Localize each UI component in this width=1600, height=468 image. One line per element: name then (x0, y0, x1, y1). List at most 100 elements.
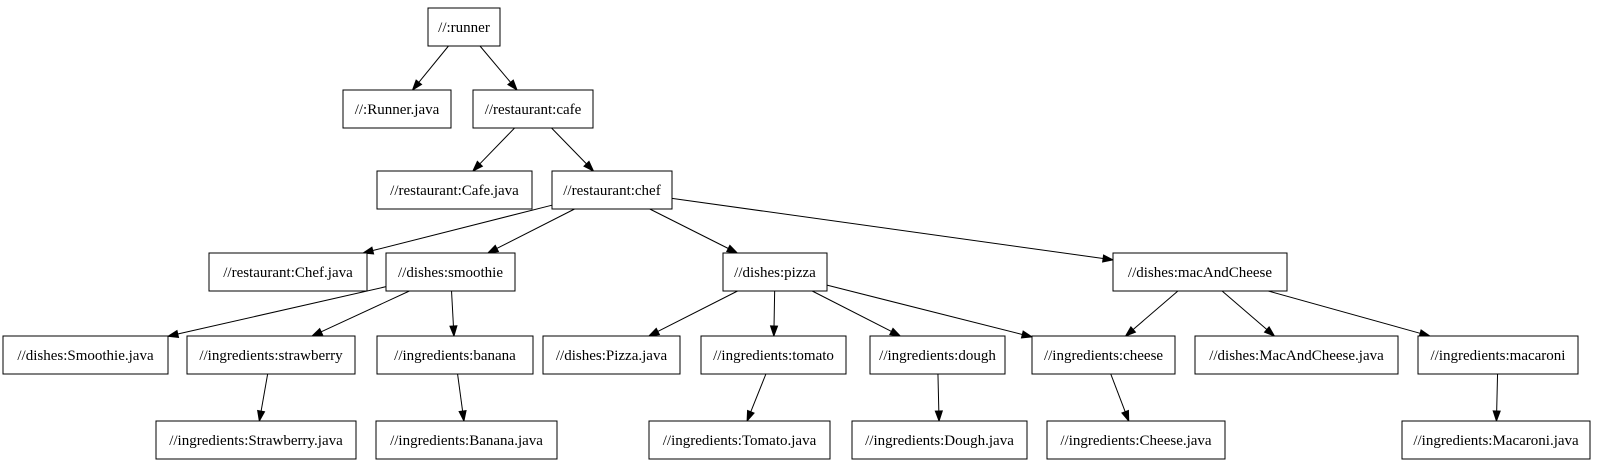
node-smoothie: //dishes:smoothie (385, 252, 516, 292)
node-box (155, 420, 357, 460)
edge-pizza-dough (811, 290, 902, 337)
node-label: //ingredients:Banana.java (390, 433, 543, 449)
edge-chef-mac_and_cheese (671, 197, 1115, 263)
node-label: //ingredients:Dough.java (865, 433, 1014, 449)
edge-line (657, 290, 738, 332)
edge-arrowhead-icon (1124, 325, 1137, 337)
node-dough_java: //ingredients:Dough.java (851, 420, 1028, 460)
edge-tomato-tomato_java (746, 373, 767, 423)
node-box (427, 7, 501, 47)
edge-line (479, 127, 515, 165)
node-strawberry_java: //ingredients:Strawberry.java (155, 420, 357, 460)
edge-arrowhead-icon (1020, 330, 1034, 339)
node-label: //dishes:Pizza.java (556, 348, 668, 364)
node-smoothie_java: //dishes:Smoothie.java (2, 335, 169, 375)
edge-arrowhead-icon (1102, 254, 1115, 263)
node-banana_java: //ingredients:Banana.java (375, 420, 558, 460)
edge-runner-runner_java (411, 45, 449, 92)
edge-arrowhead-icon (449, 325, 458, 338)
node-tomato_java: //ingredients:Tomato.java (648, 420, 831, 460)
edge-arrowhead-icon (1121, 409, 1130, 423)
edge-line (551, 127, 587, 165)
node-box (385, 252, 516, 292)
edge-line (671, 197, 1104, 259)
edge-arrowhead-icon (166, 329, 180, 339)
edge-arrowhead-icon (583, 160, 595, 173)
node-macaroni: //ingredients:macaroni (1417, 335, 1579, 375)
edge-line (1496, 373, 1499, 412)
node-mac_and_cheese_java: //dishes:MacAndCheese.java (1194, 335, 1399, 375)
node-dough: //ingredients:dough (869, 335, 1006, 375)
edge-arrowhead-icon (1263, 325, 1276, 337)
edge-cheese-cheese_java (1110, 373, 1130, 423)
node-chef_java: //restaurant:Chef.java (208, 252, 368, 292)
edge-arrowhead-icon (310, 327, 324, 337)
node-label: //ingredients:Strawberry.java (169, 433, 343, 449)
edge-banana-banana_java (457, 373, 467, 423)
edge-line (826, 284, 1023, 335)
node-label: //ingredients:Cheese.java (1060, 433, 1212, 449)
edge-line (496, 208, 575, 249)
edge-arrowhead-icon (458, 410, 467, 423)
edge-chef-chef_java (361, 204, 553, 255)
edge-arrowhead-icon (361, 246, 375, 255)
node-label: //dishes:macAndCheese (1128, 265, 1272, 281)
edge-line (937, 373, 940, 412)
node-label: //restaurant:Chef.java (223, 265, 353, 281)
node-label: //ingredients:tomato (713, 348, 834, 364)
node-label: //:runner (438, 20, 490, 36)
node-box (542, 335, 681, 375)
node-label: //ingredients:strawberry (199, 348, 343, 364)
node-label: //restaurant:Cafe.java (390, 183, 519, 199)
node-label: //ingredients:banana (394, 348, 516, 364)
node-pizza_java: //dishes:Pizza.java (542, 335, 681, 375)
edge-arrowhead-icon (1492, 410, 1501, 423)
node-box (648, 420, 831, 460)
node-box (869, 335, 1006, 375)
edge-dough-dough_java (934, 373, 944, 423)
edge-line (773, 290, 776, 327)
edge-arrowhead-icon (647, 327, 661, 337)
edge-arrowhead-icon (257, 409, 266, 423)
node-runner: //:runner (427, 7, 501, 47)
node-box (1194, 335, 1399, 375)
edge-line (750, 373, 767, 412)
node-label: //restaurant:chef (563, 183, 660, 199)
edge-line (479, 45, 511, 83)
edge-smoothie-strawberry (310, 290, 410, 337)
node-box (1401, 420, 1591, 460)
edge-pizza-pizza_java (647, 290, 738, 337)
node-macaroni_java: //ingredients:Macaroni.java (1401, 420, 1591, 460)
node-label: //dishes:pizza (734, 265, 816, 281)
edge-line (451, 290, 454, 327)
edge-mac_and_cheese-macaroni (1268, 290, 1432, 338)
edge-arrowhead-icon (746, 409, 755, 423)
edge-smoothie-banana (449, 290, 458, 338)
edge-smoothie-smoothie_java (166, 286, 387, 339)
edge-line (1268, 290, 1421, 334)
edge-arrowhead-icon (507, 79, 518, 92)
edge-line (457, 373, 464, 412)
edge-pizza-cheese (826, 284, 1034, 339)
node-cheese_java: //ingredients:Cheese.java (1046, 420, 1226, 460)
node-chef: //restaurant:chef (551, 170, 673, 210)
edge-mac_and_cheese-cheese (1124, 290, 1179, 337)
edge-strawberry-strawberry_java (257, 373, 269, 423)
node-box (472, 89, 594, 129)
node-box (1112, 252, 1288, 292)
node-label: //dishes:smoothie (398, 265, 503, 281)
node-box (1417, 335, 1579, 375)
node-cafe: //restaurant:cafe (472, 89, 594, 129)
node-tomato: //ingredients:tomato (700, 335, 847, 375)
edge-arrowhead-icon (471, 160, 484, 173)
edge-line (1110, 373, 1126, 412)
edge-line (177, 286, 387, 335)
node-strawberry: //ingredients:strawberry (186, 335, 356, 375)
edge-cafe-chef (551, 127, 595, 173)
node-label: //ingredients:Tomato.java (663, 433, 817, 449)
node-box (551, 170, 673, 210)
node-pizza: //dishes:pizza (722, 252, 828, 292)
node-label: //ingredients:cheese (1044, 348, 1163, 364)
